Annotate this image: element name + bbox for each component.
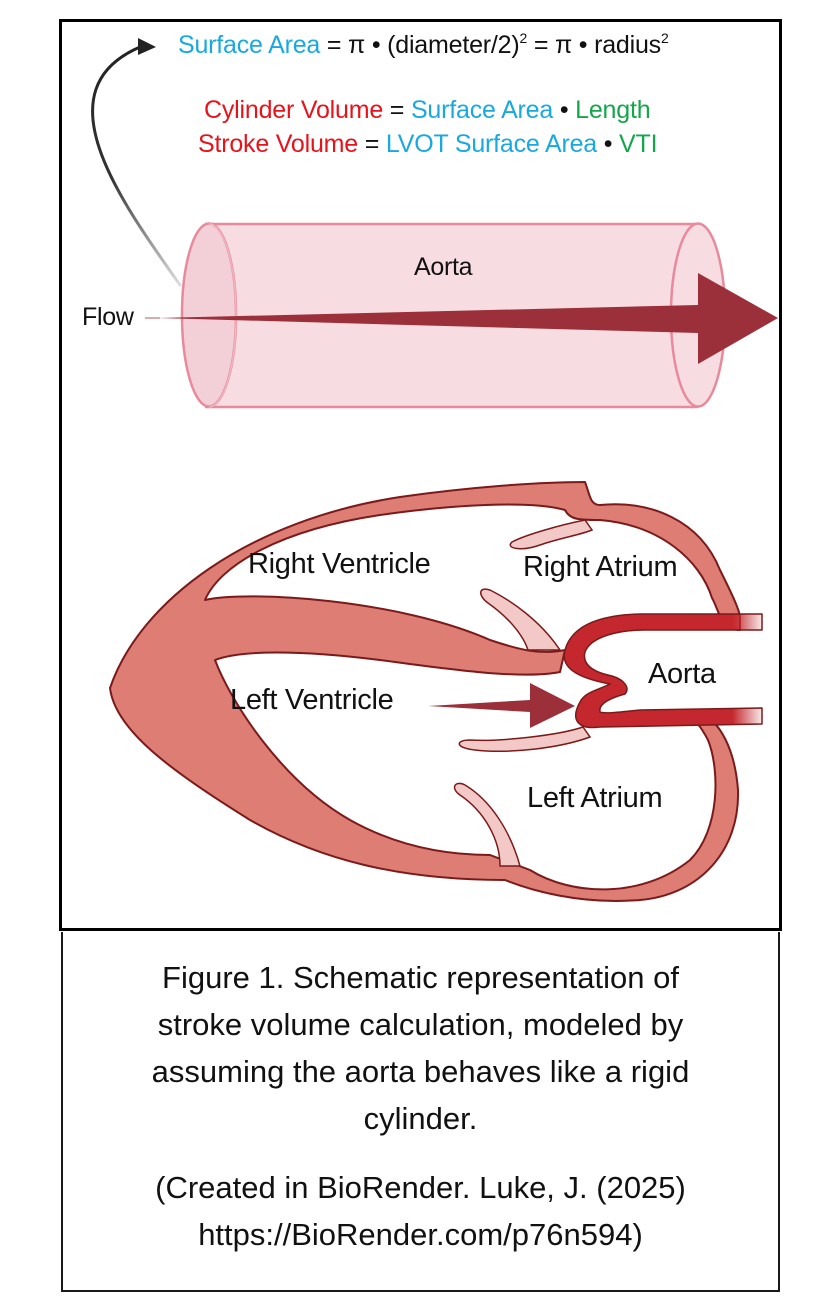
right-ventricle-label: Right Ventricle [248, 548, 431, 580]
flow-arrow [145, 273, 778, 364]
septal-valve [480, 588, 562, 651]
tricuspid-valve [509, 519, 594, 550]
arrowhead-icon [138, 38, 156, 55]
right-atrium-label: Right Atrium [523, 551, 678, 583]
biorender-link: https://BioRender.com/p76n594) [198, 1217, 643, 1252]
heart-outer-wall [109, 481, 741, 902]
figure-caption: Figure 1. Schematic representation of st… [151, 960, 690, 1136]
surface-area-pointer-arrow [91, 38, 182, 287]
left-atrium-label: Left Atrium [527, 782, 663, 814]
figure-credit: (Created in BioRender. Luke, J. (2025) h… [63, 1164, 778, 1258]
aorta-vessel [563, 613, 763, 729]
flow-label: Flow [82, 303, 134, 331]
heart-illustration [109, 481, 763, 902]
ejection-arrow [428, 683, 575, 728]
figure-caption-panel: Figure 1. Schematic representation of st… [61, 932, 780, 1292]
left-ventricle-label: Left Ventricle [230, 684, 394, 716]
figure-panel [59, 19, 782, 931]
cylinder-volume-term: Cylinder Volume [204, 96, 384, 124]
surface-area-term: Surface Area [178, 31, 321, 59]
stroke-volume-diagram [91, 38, 778, 902]
mitral-valve-lower [453, 782, 521, 867]
heart-aorta-label: Aorta [648, 658, 716, 690]
cylinder-aorta-label: Aorta [414, 253, 473, 281]
cylinder-volume-equation: Cylinder Volume = Surface Area • Length [204, 96, 651, 124]
stroke-volume-term: Stroke Volume [198, 130, 358, 158]
stroke-volume-equation: Stroke Volume = LVOT Surface Area • VTI [198, 130, 658, 158]
surface-area-equation: Surface Area = π • (diameter/2)2 = π • r… [178, 30, 669, 59]
mitral-valve-upper [458, 726, 592, 752]
